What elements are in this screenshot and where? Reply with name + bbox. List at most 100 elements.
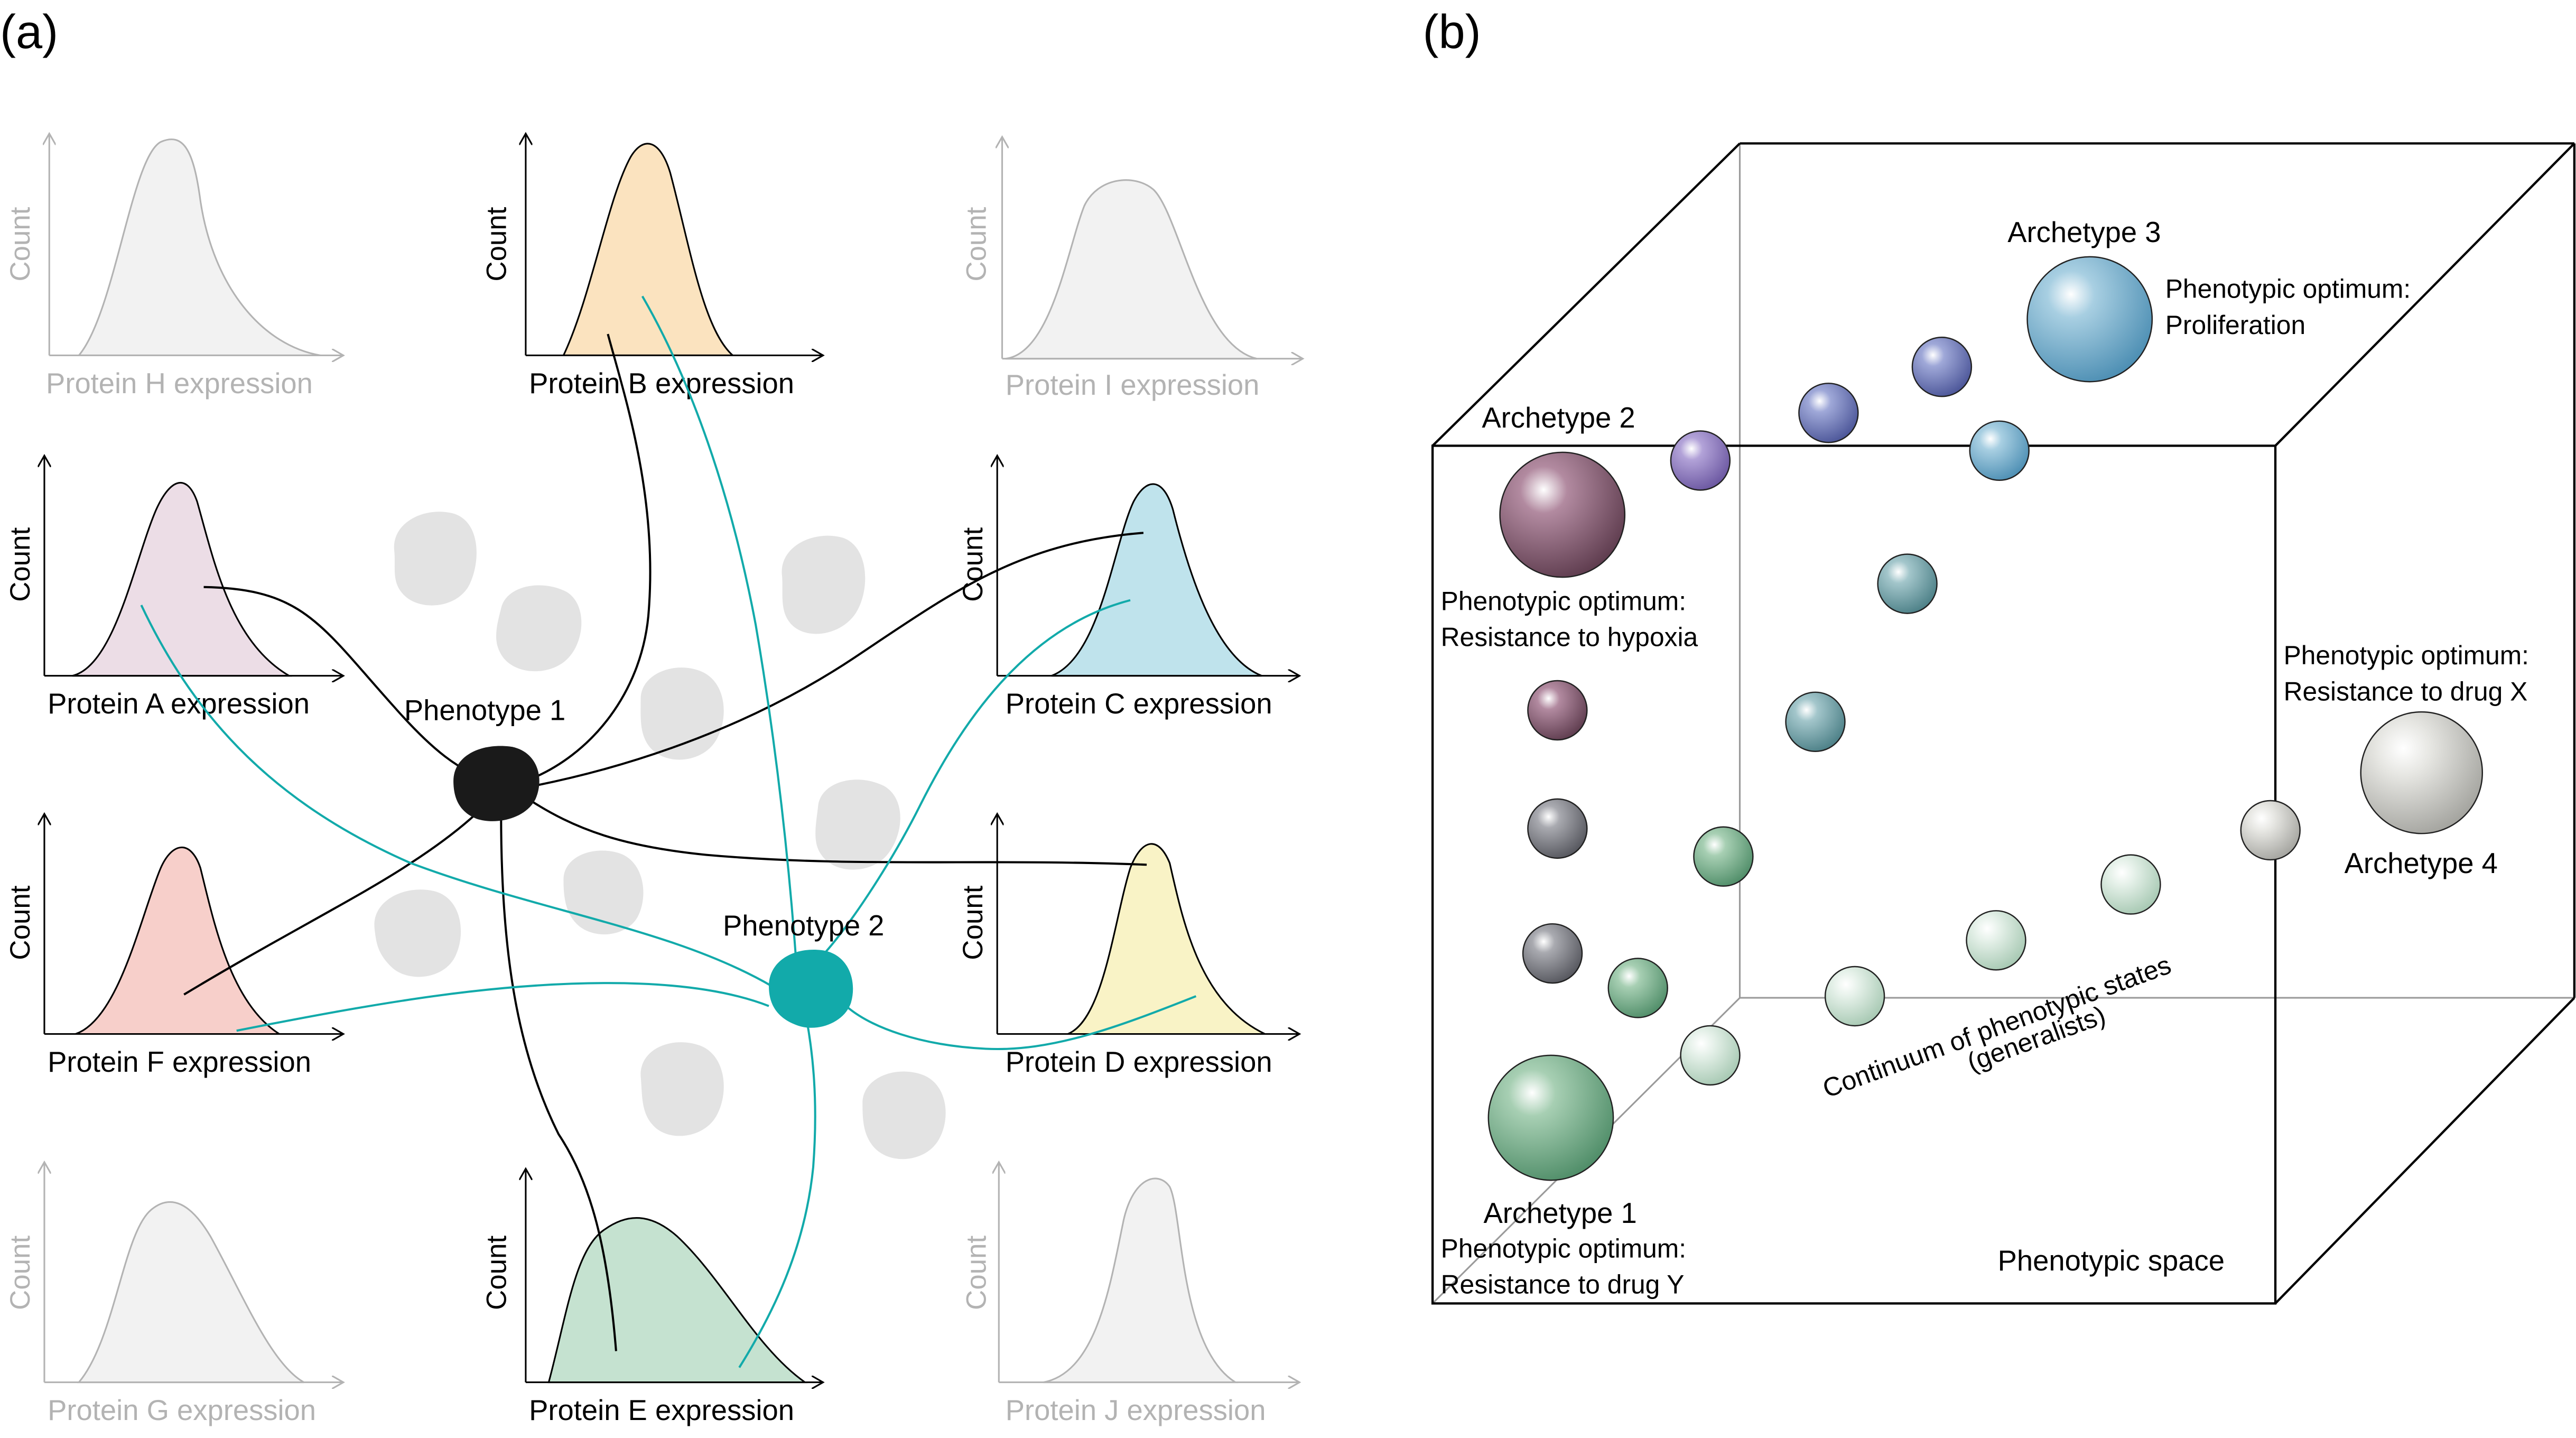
archetype1-name: Archetype 1 bbox=[1483, 1197, 1636, 1229]
state-sphere bbox=[1785, 691, 1846, 752]
count-axis-label: Count bbox=[961, 1235, 992, 1310]
state-sphere bbox=[2240, 800, 2301, 861]
background-cell bbox=[394, 512, 477, 606]
cube-edge bbox=[1431, 142, 1741, 447]
distribution-curve bbox=[72, 481, 292, 677]
histogram-protein-h: Count Protein H expression bbox=[5, 135, 342, 400]
protein-a-label: Protein A expression bbox=[48, 688, 310, 720]
archetype3-optimum: Phenotypic optimum: bbox=[2165, 274, 2411, 304]
background-cell bbox=[563, 850, 644, 935]
cube-edge bbox=[2274, 142, 2575, 447]
connector-line bbox=[140, 605, 773, 988]
archetype2-name: Archetype 2 bbox=[1482, 402, 1635, 434]
histogram-protein-b: Count Protein B expression bbox=[481, 135, 822, 400]
state-sphere bbox=[1670, 430, 1731, 491]
histogram-protein-i: Count Protein I expression bbox=[961, 138, 1301, 401]
cube-edge bbox=[2274, 997, 2575, 1304]
count-axis-label: Count bbox=[961, 207, 992, 281]
state-sphere bbox=[1527, 798, 1588, 859]
phenotype1-connections bbox=[183, 333, 1147, 1351]
connector-line bbox=[821, 599, 1131, 958]
protein-f-label: Protein F expression bbox=[48, 1046, 311, 1078]
count-axis-label: Count bbox=[481, 1235, 513, 1310]
protein-i-label: Protein I expression bbox=[1006, 369, 1260, 401]
phenotype2-cell bbox=[769, 949, 853, 1028]
count-axis-label: Count bbox=[5, 527, 36, 601]
connector-line bbox=[641, 295, 798, 970]
connector-line bbox=[525, 796, 1147, 866]
background-cell bbox=[815, 780, 900, 870]
state-sphere bbox=[1966, 910, 2026, 971]
count-axis-label: Count bbox=[5, 1235, 36, 1310]
state-sphere bbox=[1680, 1025, 1741, 1086]
state-sphere bbox=[1798, 383, 1859, 443]
distribution-curve bbox=[77, 1201, 304, 1384]
background-cell bbox=[782, 535, 866, 634]
state-sphere bbox=[1969, 420, 2030, 481]
protein-d-label: Protein D expression bbox=[1006, 1046, 1272, 1078]
archetype2-optimum: Phenotypic optimum: bbox=[1441, 586, 1686, 616]
protein-h-label: Protein H expression bbox=[46, 367, 313, 400]
distribution-curve bbox=[1067, 843, 1266, 1035]
count-axis-label: Count bbox=[481, 207, 513, 281]
connector-line bbox=[183, 804, 486, 996]
connector-line bbox=[203, 586, 494, 782]
archetype2-optimum-value: Resistance to hypoxia bbox=[1441, 623, 1698, 652]
archetype4-sphere bbox=[2360, 711, 2484, 834]
state-sphere bbox=[1527, 680, 1588, 741]
panel-b-label: (b) bbox=[1422, 5, 1481, 59]
phenotypic-space-label: Phenotypic space bbox=[1998, 1245, 2225, 1277]
protein-j-label: Protein J expression bbox=[1006, 1394, 1266, 1426]
count-axis-label: Count bbox=[5, 885, 36, 960]
background-cell bbox=[496, 585, 582, 672]
background-cell bbox=[862, 1071, 946, 1159]
background-cell bbox=[374, 889, 461, 977]
protein-e-label: Protein E expression bbox=[529, 1394, 794, 1426]
archetype3-sphere bbox=[2026, 256, 2153, 383]
histogram-protein-g: Count Protein G expression bbox=[5, 1164, 342, 1426]
protein-b-label: Protein B expression bbox=[529, 367, 794, 400]
state-sphere bbox=[1824, 966, 1885, 1027]
cube-front-edges bbox=[1431, 142, 2576, 1305]
count-axis-label: Count bbox=[957, 885, 989, 960]
distribution-curve bbox=[77, 138, 321, 357]
histogram-protein-e: Count Protein E expression bbox=[481, 1171, 822, 1426]
archetype1-optimum-value: Resistance to drug Y bbox=[1441, 1270, 1685, 1300]
state-sphere bbox=[1522, 923, 1583, 984]
histogram-protein-c: Count Protein C expression bbox=[957, 457, 1298, 720]
state-sphere bbox=[1877, 553, 1938, 614]
archetype3-optimum-value: Proliferation bbox=[2165, 310, 2305, 340]
connector-line bbox=[845, 995, 1197, 1051]
state-sphere bbox=[1607, 958, 1668, 1018]
state-sphere bbox=[1911, 337, 1973, 397]
distribution-curve bbox=[1005, 179, 1257, 360]
distribution-curve bbox=[75, 846, 282, 1035]
archetype3-name: Archetype 3 bbox=[2007, 216, 2161, 248]
archetype4-name: Archetype 4 bbox=[2345, 847, 2498, 879]
protein-c-label: Protein C expression bbox=[1006, 688, 1272, 720]
archetype1-sphere bbox=[1487, 1054, 1614, 1181]
phenotype2-connections bbox=[140, 295, 1197, 1368]
connector-line bbox=[236, 982, 769, 1032]
phenotype2-label: Phenotype 2 bbox=[723, 910, 884, 942]
background-cell bbox=[640, 1042, 724, 1136]
connector-line bbox=[738, 1010, 816, 1368]
background-cell bbox=[640, 667, 724, 760]
count-axis-label: Count bbox=[957, 527, 989, 601]
protein-g-label: Protein G expression bbox=[48, 1394, 316, 1426]
panel-a-label: (a) bbox=[0, 5, 58, 59]
state-sphere bbox=[1693, 826, 1754, 887]
archetype4-optimum-value: Resistance to drug X bbox=[2284, 676, 2528, 706]
phenotype1-label: Phenotype 1 bbox=[404, 694, 565, 727]
histogram-protein-j: Count Protein J expression bbox=[961, 1164, 1298, 1426]
state-sphere bbox=[2100, 854, 2161, 915]
connector-line bbox=[500, 813, 617, 1351]
phenotype1-cell bbox=[453, 746, 540, 821]
phenotypic-states bbox=[1522, 337, 2301, 1086]
background-cells bbox=[374, 512, 946, 1159]
connector-line bbox=[534, 532, 1144, 787]
histogram-protein-d: Count Protein D expression bbox=[957, 815, 1298, 1078]
archetype4-optimum: Phenotypic optimum: bbox=[2284, 641, 2529, 670]
